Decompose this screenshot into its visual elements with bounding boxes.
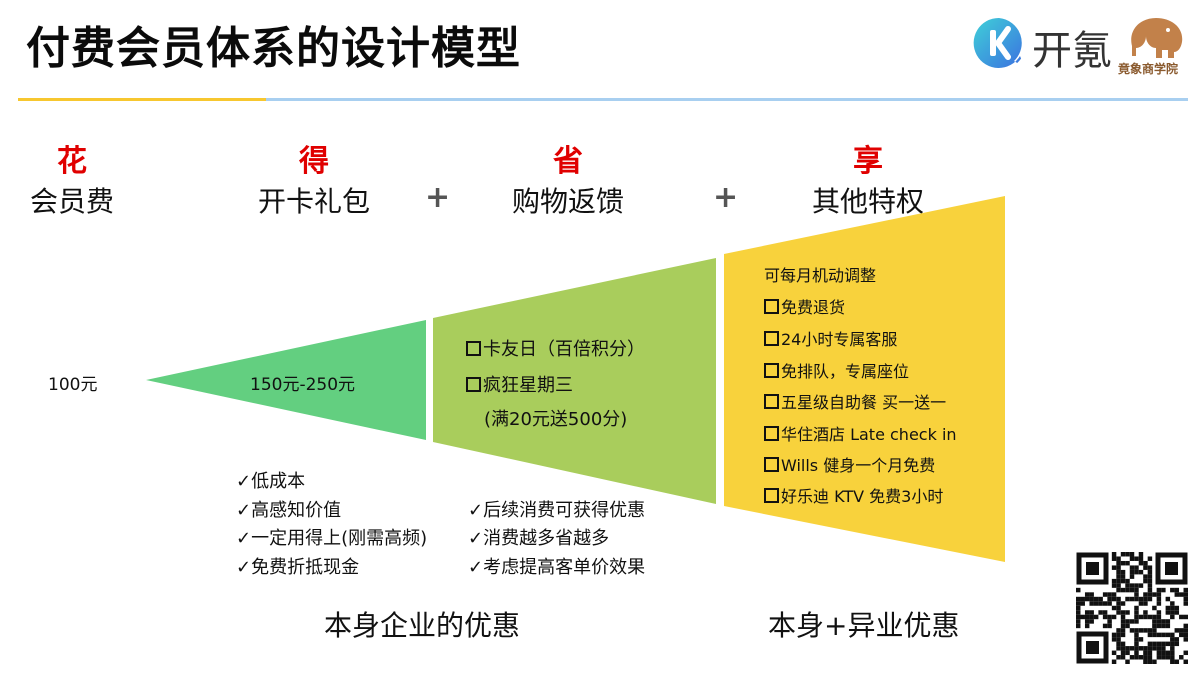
gift-benefit: ✓一定用得上(刚需高频) [236, 528, 428, 549]
header-divider-blue [266, 98, 1188, 101]
stage-label-shopping-rebate: 购物返馈 [511, 185, 624, 218]
enjoy-item: 五星级自助餐 买一送一 [764, 389, 946, 413]
stage-label-membership-fee: 会员费 [29, 185, 114, 218]
page-title: 付费会员体系的设计模型 [26, 23, 521, 74]
caption-own-discounts: 本身企业的优惠 [324, 609, 521, 642]
elephant-icon [1131, 18, 1183, 58]
stage-char-gain: 得 [299, 144, 329, 179]
stage-char-save: 省 [553, 144, 583, 179]
gift-benefit: ✓低成本 [236, 471, 306, 492]
k-logo-icon [973, 17, 1025, 68]
enjoy-item: 免费退货 [764, 294, 845, 318]
qr-code-icon [1076, 552, 1188, 664]
gift-benefit: ✓高感知价值 [236, 500, 342, 521]
enjoy-item: Wills 健身一个月免费 [764, 452, 935, 476]
enjoy-heading: 可每月机动调整 [764, 266, 877, 285]
header-divider-yellow [18, 98, 266, 101]
stage-label-welcome-gift: 开卡礼包 [257, 185, 370, 218]
stage-char-spend: 花 [57, 144, 87, 179]
save-benefit: ✓消费越多省越多 [468, 528, 610, 549]
save-item: 卡友日（百倍积分） [466, 335, 645, 361]
gift-benefit: ✓免费折抵现金 [236, 557, 360, 578]
stage-label-other-privileges: 其他特权 [811, 185, 924, 218]
enjoy-item: 24小时专属客服 [764, 326, 897, 350]
plus-operator: + [425, 180, 451, 215]
save-benefit: ✓考虑提高客单价效果 [468, 557, 646, 578]
funnel-segment-save [433, 258, 716, 504]
membership-fee-value: 100元 [48, 375, 98, 395]
enjoy-item: 华住酒店 Late check in [764, 421, 957, 445]
academy-name: 竟象商学院 [1118, 62, 1179, 76]
funnel-segment-enjoy [724, 196, 1005, 562]
funnel-segment-gift [146, 320, 426, 440]
gift-value-range: 150元-250元 [250, 375, 356, 395]
save-item-note: (满20元送500分) [484, 409, 628, 430]
caption-cross-industry-discounts: 本身+异业优惠 [768, 609, 960, 642]
save-benefit: ✓后续消费可获得优惠 [468, 500, 646, 521]
stage-char-enjoy: 享 [853, 144, 883, 179]
plus-operator: + [713, 180, 739, 215]
save-item: 疯狂星期三 [466, 371, 573, 397]
enjoy-item: 好乐迪 KTV 免费3小时 [764, 483, 943, 507]
brand-name: 开氪 [1032, 28, 1112, 74]
enjoy-item: 免排队，专属座位 [764, 358, 909, 382]
